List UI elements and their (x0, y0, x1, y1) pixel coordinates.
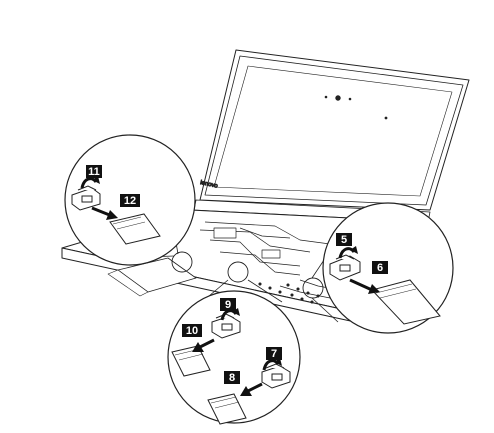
magnified-view-bottom: 9 10 7 8 (167, 279, 301, 425)
step-label-6: 6 (377, 262, 383, 274)
connector-spot-right (302, 277, 324, 299)
step-badge-7: 7 (266, 347, 282, 360)
step-label-12: 12 (124, 195, 136, 207)
step-label-5: 5 (341, 234, 347, 246)
step-badge-9: 9 (220, 298, 236, 311)
step-label-10: 10 (186, 325, 198, 337)
magnified-view-right: 5 6 (311, 202, 454, 334)
step-badge-12: 12 (120, 194, 140, 207)
step-label-8: 8 (229, 372, 235, 384)
pull-arrow-6 (349, 278, 373, 292)
connector-latch-9 (211, 313, 241, 339)
step-badge-6: 6 (372, 261, 388, 274)
step-label-9: 9 (225, 299, 231, 311)
connector-spot-center (227, 261, 249, 283)
step-badge-10: 10 (182, 324, 202, 337)
connector-latch-7 (261, 363, 291, 389)
step-badge-5: 5 (336, 233, 352, 246)
system-board (199, 221, 341, 304)
step-label-11: 11 (88, 166, 100, 178)
ribbon-cable-6 (371, 279, 441, 325)
connector-latch-11 (71, 185, 101, 211)
magnified-view-left: 11 12 (64, 134, 196, 266)
lid-brand-text: lenovo (200, 180, 219, 190)
connector-spot-left (171, 251, 193, 273)
webcam (335, 95, 341, 101)
step-badge-11: 11 (86, 165, 102, 178)
step-label-7: 7 (271, 348, 277, 360)
connector-latch-5 (329, 254, 361, 281)
laptop-lid: lenovo (199, 49, 470, 211)
step-badge-8: 8 (224, 371, 240, 384)
